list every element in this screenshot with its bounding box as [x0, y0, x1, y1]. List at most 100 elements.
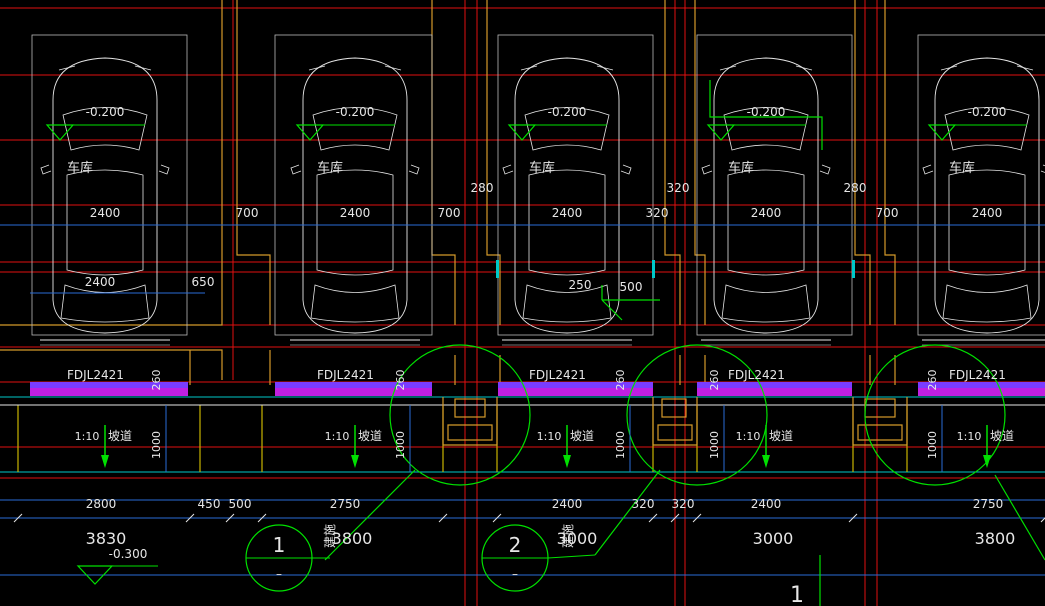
ramp-label: 坡道	[108, 429, 132, 443]
car-roof	[528, 169, 606, 276]
car-roof	[727, 169, 805, 276]
car-outline	[922, 57, 1045, 346]
dim-700: 700	[876, 206, 899, 220]
bottom-dim: 2750	[973, 497, 1004, 511]
ramp-length-dim: 1000	[926, 431, 939, 459]
elevation-text: -0.200	[86, 105, 125, 119]
car-body	[52, 57, 158, 334]
beam-label: FDJL2421	[529, 368, 586, 382]
elevation-text: -0.200	[336, 105, 375, 119]
dim-tick	[13, 513, 23, 523]
car-mirrors	[40, 164, 170, 175]
beam-height-dim: 260	[150, 370, 163, 391]
dim-280: 280	[471, 181, 494, 195]
car-mirrors	[922, 164, 1045, 175]
ramp-outline	[0, 396, 1045, 473]
car-rear-window	[721, 284, 811, 323]
bay-width-dim: 2400	[90, 206, 121, 220]
elevation-text: -0.200	[548, 105, 587, 119]
bay-width-dim: 2400	[972, 206, 1003, 220]
dim-tick	[438, 513, 448, 523]
ramp-length-dim: 1000	[394, 431, 407, 459]
callout-1-number: 1	[273, 533, 286, 557]
car-rear-window	[60, 284, 150, 323]
car-roof	[316, 169, 394, 276]
axis-label: 1	[790, 583, 804, 606]
bottom-dim: 2750	[330, 497, 361, 511]
ramp-slope: 1:10	[75, 430, 100, 443]
elevation-text: -0.200	[968, 105, 1007, 119]
bottom-dim: 500	[229, 497, 252, 511]
car-windshield	[524, 107, 610, 151]
bottom-elev-text: -0.300	[109, 547, 148, 561]
room-label: 车库	[529, 160, 555, 176]
callout-2-sub: –	[512, 567, 518, 581]
elevation-text: -0.200	[747, 105, 786, 119]
ramp-arrowhead	[563, 455, 571, 468]
bottom-dim: 2800	[86, 497, 117, 511]
beam-height-dim: 260	[708, 370, 721, 391]
total-dim: 3800	[975, 529, 1016, 548]
bottom-dim: 2400	[751, 497, 782, 511]
car-mirrors	[290, 164, 420, 175]
car-headlights	[520, 65, 614, 71]
callout-1-note: 建施	[323, 524, 337, 548]
bottom-elevation-marker: -0.300	[76, 547, 158, 585]
beam-label: FDJL2421	[728, 368, 785, 382]
ramp-label: 坡道	[570, 429, 594, 443]
bay-width-dim: 2400	[340, 206, 371, 220]
dim-700: 700	[438, 206, 461, 220]
detail-circles	[324, 344, 1045, 606]
ramp-label: 坡道	[769, 429, 793, 443]
bottom-dim: 320	[672, 497, 695, 511]
car-windshield	[62, 107, 148, 151]
callout-1[interactable]: 1 – 建施	[245, 524, 337, 592]
ramp-length-dim: 1000	[614, 431, 627, 459]
car-rear-window	[310, 284, 400, 323]
dim-tick	[692, 513, 702, 523]
bottom-dim: 2400	[552, 497, 583, 511]
top-dimension-line	[0, 224, 1045, 576]
total-dim: 3830	[86, 529, 127, 548]
cars-layer	[40, 57, 1045, 346]
car-windshield	[312, 107, 398, 151]
dim-650: 650	[192, 275, 215, 289]
wall-outlines	[0, 0, 896, 385]
callout-2-note: 建施	[561, 524, 575, 548]
beam-bands	[30, 382, 1045, 396]
ramp-label: 坡道	[358, 429, 382, 443]
callout-2[interactable]: 2 – 建施	[481, 524, 596, 592]
car-headlights	[58, 65, 152, 71]
dim-2400: 2400	[85, 275, 116, 289]
total-dim: 3000	[753, 529, 794, 548]
dim-tick	[670, 513, 680, 523]
car-mirrors	[701, 164, 831, 175]
car-roof	[948, 169, 1026, 276]
ramp-slope: 1:10	[325, 430, 350, 443]
car-rear-window	[522, 284, 612, 323]
bay-width-dim: 2400	[552, 206, 583, 220]
car-body	[302, 57, 408, 334]
dim-500: 500	[620, 280, 643, 294]
ramp-slope: 1:10	[736, 430, 761, 443]
car-body	[934, 57, 1040, 334]
dim-tick	[648, 513, 658, 523]
callout-2-leader	[547, 554, 596, 559]
dim-tick	[492, 513, 502, 523]
ramp-slope: 1:10	[537, 430, 562, 443]
beam-label: FDJL2421	[949, 368, 1006, 382]
callout-1-sub: –	[276, 567, 282, 581]
dim-tick	[1040, 517, 1045, 523]
car-body	[514, 57, 620, 334]
room-label: 车库	[949, 160, 975, 176]
car-outline	[701, 57, 831, 346]
room-label: 车库	[67, 160, 93, 176]
ramp-arrowhead	[762, 455, 770, 468]
elevation-triangle	[295, 124, 325, 141]
door-jamb-details	[442, 397, 908, 446]
car-outline	[290, 57, 420, 346]
dim-280: 280	[844, 181, 867, 195]
beam-height-dim: 260	[394, 370, 407, 391]
